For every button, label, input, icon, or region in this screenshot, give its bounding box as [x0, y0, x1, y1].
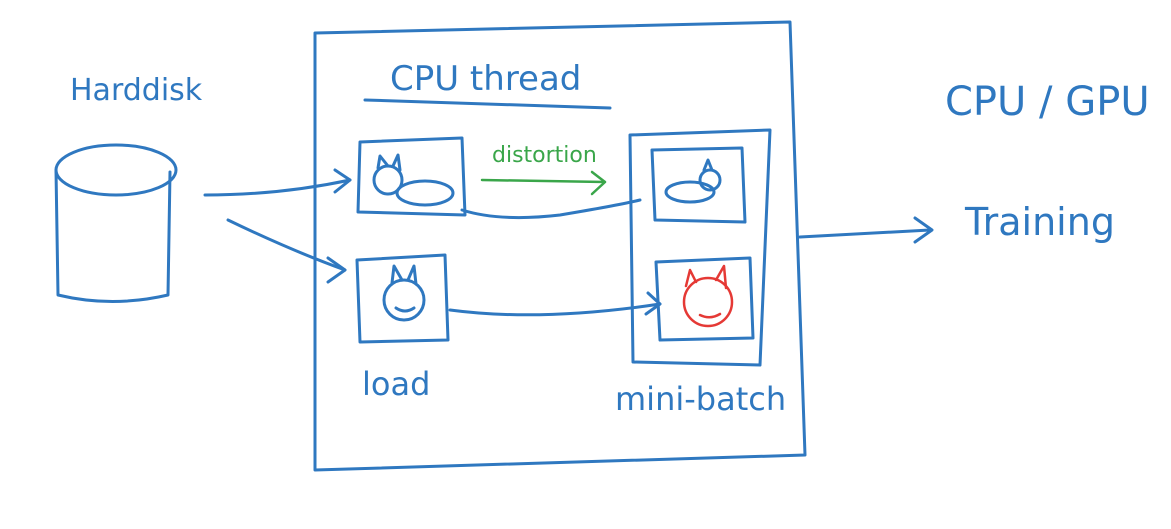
distorted-cat-sketch-icon — [664, 158, 722, 204]
mini-batch-image-bottom — [654, 256, 755, 342]
load-label: load — [362, 365, 430, 403]
distortion-label: distortion — [492, 143, 597, 168]
training-label: Training — [964, 200, 1115, 244]
mini-batch-label: mini-batch — [615, 380, 786, 418]
arrowhead-to-training — [913, 216, 934, 244]
cpu-gpu-label: CPU / GPU — [945, 79, 1150, 125]
arrow-harddisk-to-image-bottom — [226, 218, 347, 272]
arrow-to-training — [798, 228, 932, 239]
connector-bottom-to-minibatch — [448, 302, 662, 317]
mini-batch-image-top — [650, 146, 747, 224]
mini-batch-box — [628, 128, 772, 367]
cpu-thread-box — [313, 20, 807, 472]
loaded-image-bottom — [355, 253, 450, 344]
cat-face-sketch-icon — [382, 264, 426, 322]
connector-top-to-minibatch — [460, 198, 642, 220]
red-cat-face-sketch-icon — [682, 264, 734, 328]
distortion-arrowhead — [590, 170, 607, 196]
arrow-harddisk-to-image-top — [203, 178, 352, 197]
harddisk-label: Harddisk — [70, 73, 203, 108]
harddisk-cylinder-icon — [54, 143, 178, 303]
cpu-thread-label: CPU thread — [390, 59, 581, 99]
distortion-arrow — [480, 178, 607, 184]
cat-sketch-icon — [372, 153, 455, 207]
arrowhead-harddisk-to-image-bottom — [326, 256, 347, 284]
cpu-thread-underline — [363, 98, 612, 110]
loaded-image-top — [356, 136, 467, 217]
arrowhead-harddisk-to-image-top — [333, 168, 352, 194]
arrowhead-bottom-to-minibatch — [644, 291, 662, 316]
